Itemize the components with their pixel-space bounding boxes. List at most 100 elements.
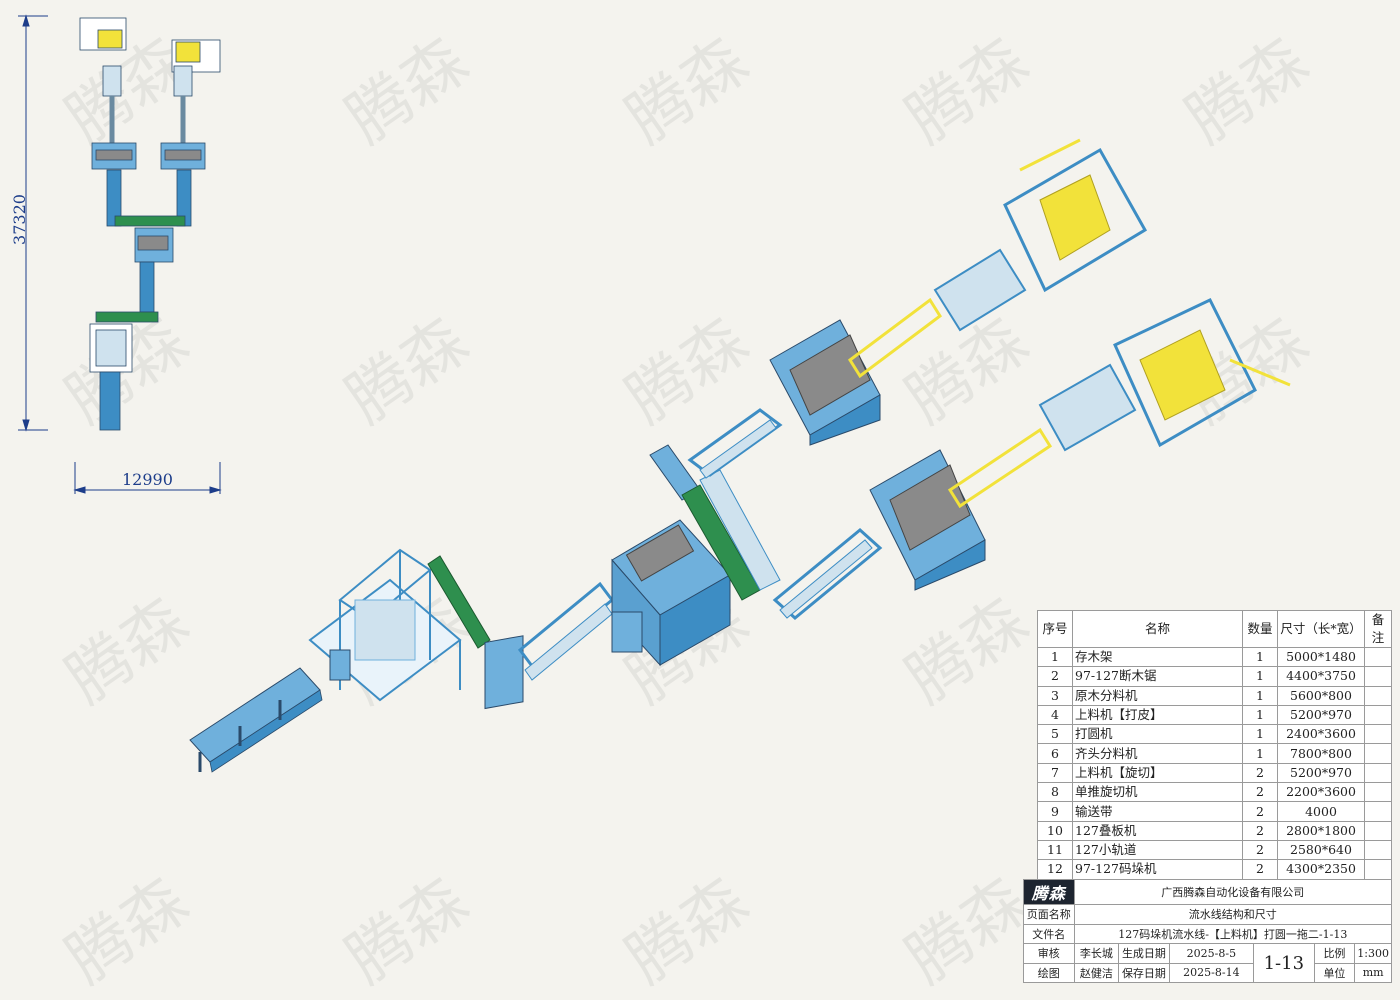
plan-stacker-right-yellow <box>175 41 201 63</box>
created-date: 2025-8-5 <box>1168 943 1255 964</box>
bom-qty: 1 <box>1242 743 1278 764</box>
iso-rounder <box>611 519 731 667</box>
bom-name: 上料机【旋切】 <box>1072 762 1243 784</box>
bom-qty: 1 <box>1242 704 1278 726</box>
bom-qty: 2 <box>1242 762 1278 784</box>
plan-track-right <box>173 65 193 97</box>
bom-qty: 1 <box>1242 646 1278 668</box>
bom-size: 5000*1480 <box>1277 646 1365 668</box>
bom-qty: 2 <box>1242 801 1278 822</box>
iso-feeder-debark <box>484 581 615 710</box>
bom-name: 127小轨道 <box>1072 839 1243 861</box>
file-name-label: 文件名 <box>1023 923 1075 944</box>
page-name: 流水线结构和尺寸 <box>1073 904 1393 925</box>
plan-conveyor-lower <box>95 311 159 323</box>
bom-qty: 2 <box>1242 839 1278 861</box>
bom-index: 4 <box>1037 704 1073 726</box>
dimension-lines <box>18 14 222 494</box>
bom-index: 9 <box>1037 801 1073 822</box>
bom-size: 5600*800 <box>1277 685 1365 706</box>
bom-index: 3 <box>1037 685 1073 706</box>
bom-header-size: 尺寸（长*宽） <box>1277 610 1365 648</box>
bom-note <box>1364 743 1392 764</box>
iso-upper-branch <box>687 138 1148 479</box>
iso-conveyor-lower <box>947 427 1053 509</box>
dimension-width-label: 12990 <box>122 470 173 489</box>
created-label: 生成日期 <box>1118 943 1170 964</box>
bom-size: 4300*2350 <box>1277 859 1365 880</box>
bom-index: 2 <box>1037 666 1073 687</box>
bom-header-index: 序号 <box>1037 610 1073 648</box>
bom-note <box>1364 685 1392 706</box>
dimension-height-label: 37320 <box>9 194 29 245</box>
company-name: 广西腾森自动化设备有限公司 <box>1073 879 1393 905</box>
bom-size: 7800*800 <box>1277 743 1365 764</box>
bom-size: 4400*3750 <box>1277 666 1365 687</box>
plan-view <box>79 17 221 431</box>
saved-date: 2025-8-14 <box>1168 962 1255 983</box>
iso-cutoff-saw <box>308 548 462 702</box>
bom-index: 12 <box>1037 859 1073 880</box>
bom-header-qty: 数量 <box>1242 610 1278 648</box>
plan-conveyor <box>114 215 186 227</box>
bom-note <box>1364 859 1392 880</box>
bom-note <box>1364 724 1392 745</box>
iso-feeder-peel-upper <box>687 408 783 477</box>
iso-storage-rack <box>189 667 323 773</box>
bom-header-name: 名称 <box>1072 610 1243 648</box>
bom-name: 原木分料机 <box>1072 685 1243 706</box>
bom-note <box>1364 820 1392 841</box>
iso-lower-branch <box>772 298 1291 620</box>
bom-size: 5200*970 <box>1277 762 1365 784</box>
bom-name: 97-127断木锯 <box>1072 666 1243 687</box>
bom-size: 2200*3600 <box>1277 782 1365 803</box>
saved-label: 保存日期 <box>1118 962 1170 983</box>
bom-qty: 1 <box>1242 666 1278 687</box>
bom-name: 97-127码垛机 <box>1072 859 1243 880</box>
scale-value: 1:300 <box>1354 943 1392 964</box>
bom-index: 10 <box>1037 820 1073 841</box>
bom-name: 单推旋切机 <box>1072 782 1243 803</box>
bom-index: 6 <box>1037 743 1073 764</box>
bom-index: 11 <box>1037 839 1073 861</box>
iso-stacker-lower <box>1113 298 1257 448</box>
bom-header-note: 备注 <box>1364 610 1392 648</box>
drawn-label: 绘图 <box>1023 962 1075 983</box>
reviewer: 李长城 <box>1073 943 1120 964</box>
bom-qty: 1 <box>1242 685 1278 706</box>
isometric-view <box>189 138 1291 773</box>
plan-sorter <box>139 261 155 313</box>
bom-size: 2580*640 <box>1277 839 1365 861</box>
bom-qty: 2 <box>1242 782 1278 803</box>
plan-track-left <box>102 65 122 97</box>
bom-size: 2400*3600 <box>1277 724 1365 745</box>
iso-log-sorter <box>427 555 491 649</box>
iso-conveyor-upper <box>847 297 943 379</box>
bom-qty: 2 <box>1242 859 1278 880</box>
plan-stacker-left-yellow <box>97 29 123 49</box>
bom-header-row: 序号 名称 数量 尺寸（长*宽） 备注 <box>1037 610 1392 648</box>
iso-end-sorter <box>649 444 781 601</box>
bom-note <box>1364 782 1392 803</box>
bom-note <box>1364 801 1392 822</box>
iso-stacker-upper <box>1003 147 1148 293</box>
unit-value: mm <box>1354 962 1392 983</box>
bom-note <box>1364 762 1392 784</box>
scale-label: 比例 <box>1313 943 1356 964</box>
bom-name: 打圆机 <box>1072 724 1243 745</box>
company-logo: 腾森 <box>1023 879 1075 905</box>
bom-name: 存木架 <box>1072 646 1243 668</box>
plan-feeder-left <box>106 169 122 227</box>
